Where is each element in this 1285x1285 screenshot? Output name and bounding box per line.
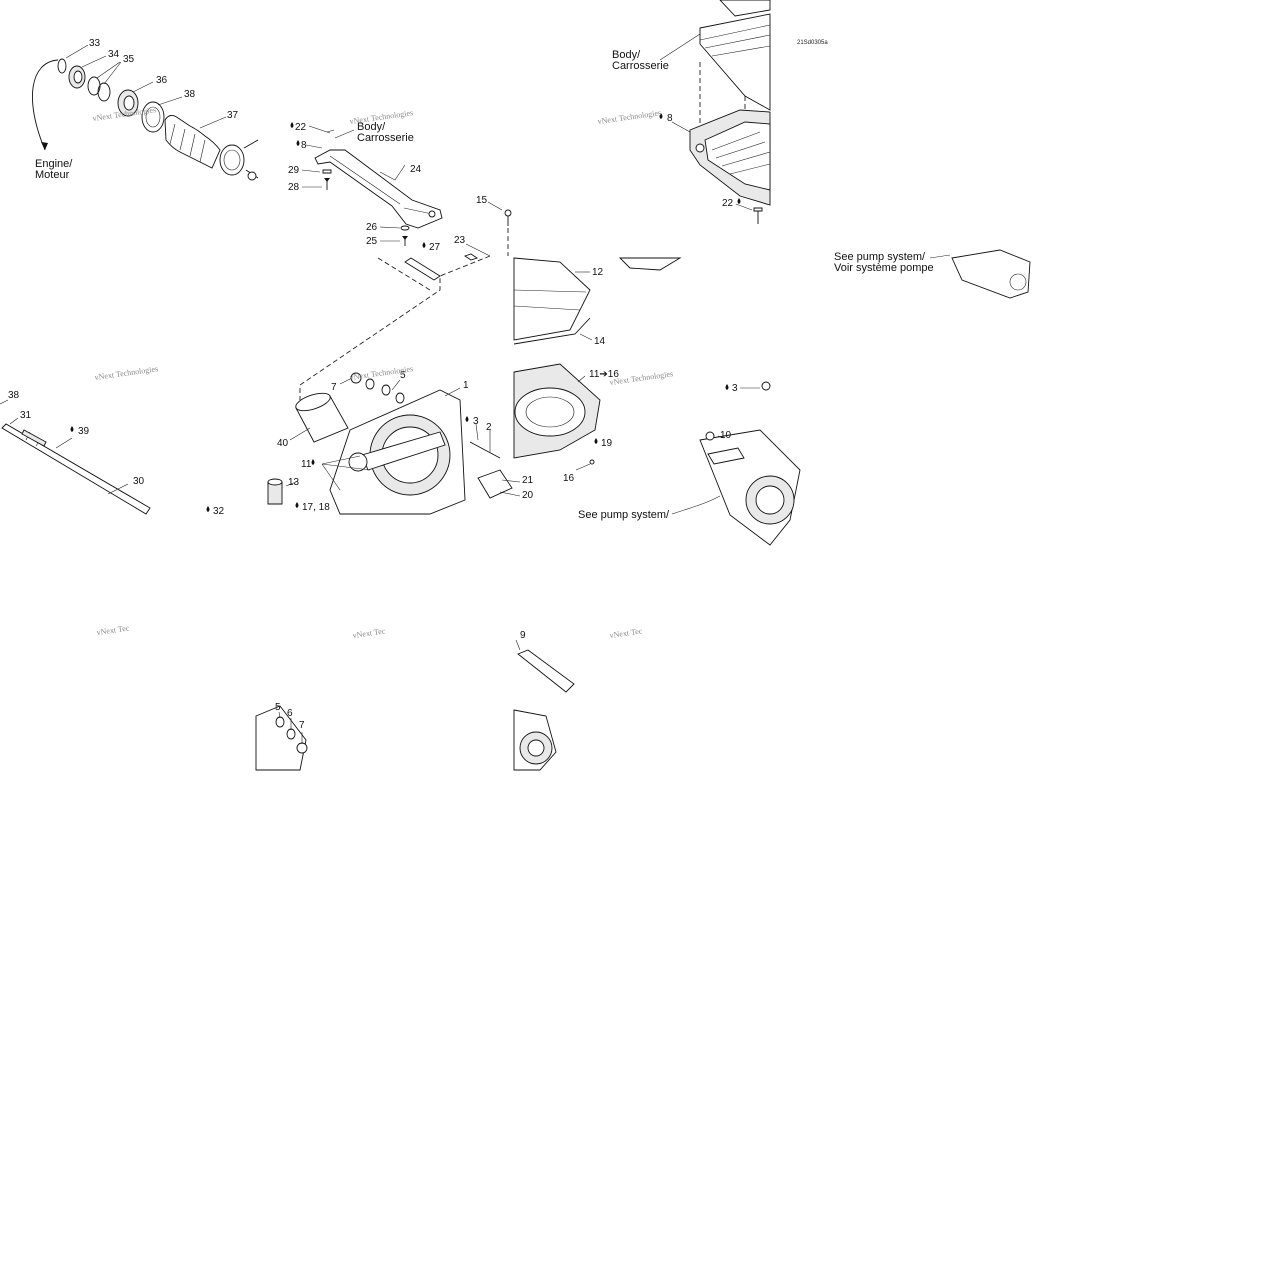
callout-35: 35: [123, 54, 135, 65]
callout-28: 28: [288, 182, 300, 193]
callout-9: 9: [520, 630, 526, 641]
drawing-code: 21Sd0305a: [797, 40, 828, 46]
stud-2: [469, 441, 501, 459]
callout-8-right: 8: [667, 113, 673, 124]
callout-30: 30: [133, 476, 145, 487]
callout-11: 11: [301, 459, 312, 470]
pump-label-upper-en: See pump system/: [834, 251, 926, 263]
callout-36: 36: [156, 75, 168, 86]
tile-housing: 23 40 7 5 1 3 2 11 13 17: [267, 235, 534, 515]
callout-14: 14: [594, 336, 606, 347]
callout-22-right: 22: [722, 198, 734, 209]
tile-shaft: 38 31 39 30 32 vNext Technologies: [0, 364, 225, 517]
body-panel: [699, 13, 771, 111]
engine-arrow: [32, 59, 59, 151]
callout-10: 10: [720, 430, 732, 441]
callout-29: 29: [288, 165, 300, 176]
body-label-left-en: Body/: [357, 121, 386, 133]
watermark-8: vNext Tec: [352, 626, 386, 640]
callout-1: 1: [463, 380, 469, 391]
tile-bracket: 22 8 29 28 24 26 25 27 Body/ Carrosserie…: [288, 108, 443, 253]
callout-11-to-16: 11➔16: [589, 369, 619, 380]
callout-3-right: 3: [732, 383, 738, 394]
bracket-lower: [255, 705, 307, 771]
callout-22-left: 22: [295, 122, 307, 133]
callout-5-bottom: 5: [275, 702, 281, 713]
washer-29: [322, 169, 332, 174]
callout-15: 15: [476, 195, 488, 206]
callout-7-bottom: 7: [299, 720, 305, 731]
callout-16: 16: [563, 473, 575, 484]
callout-13: 13: [288, 477, 300, 488]
callout-38-bottom: 38: [8, 390, 20, 401]
pump-label-upper-fr: Voir système pompe: [834, 262, 934, 274]
tile-plates: 12 14 11➔16 vNext Technologies 19 16 See…: [513, 249, 1031, 546]
callout-12: 12: [592, 267, 604, 278]
callout-17-18: 17, 18: [302, 502, 330, 513]
callout-7-top: 7: [331, 382, 337, 393]
callout-8-left: 8: [301, 140, 307, 151]
callout-19: 19: [601, 438, 613, 449]
shaft-23: [404, 257, 441, 281]
oring-35b: [97, 82, 111, 102]
tile-hull-frame: Body/ Carrosserie 8 22 21Sd0305a vNext T…: [476, 0, 828, 256]
callout-25: 25: [366, 236, 378, 247]
callout-3-left: 3: [473, 416, 479, 427]
tile-drive-seals: 33 34 35 36 38 37 Engine/ Moteur vNext T…: [32, 38, 259, 181]
callout-37: 37: [227, 110, 239, 121]
callout-2: 2: [486, 422, 492, 433]
watermark-7: vNext Tec: [96, 623, 130, 637]
ring-33: [57, 58, 67, 74]
callout-34: 34: [108, 49, 120, 60]
pump-label-lower-en: See pump system/: [578, 509, 670, 521]
callout-33: 33: [89, 38, 101, 49]
washer-26: [400, 225, 410, 231]
callout-38-top: 38: [184, 89, 196, 100]
callout-32: 32: [213, 506, 225, 517]
body-label-right-fr: Carrosserie: [612, 60, 669, 72]
callout-31: 31: [20, 410, 32, 421]
callout-20: 20: [522, 490, 534, 501]
callout-21: 21: [522, 475, 534, 486]
clamp-38: [141, 101, 165, 133]
gasket-14: [513, 317, 591, 345]
tile-bottom: vNext Tec vNext Tec vNext Tec 5 6 7 9: [96, 623, 643, 771]
watermark-4: vNext Technologies: [94, 364, 159, 382]
watermark-9: vNext Tec: [609, 626, 643, 640]
callout-23: 23: [454, 235, 466, 246]
pump-part: [951, 249, 1031, 299]
callout-5-top: 5: [400, 370, 406, 381]
callout-24: 24: [410, 164, 422, 175]
watermark-3: vNext Technologies: [597, 108, 662, 126]
callout-27: 27: [429, 242, 441, 253]
plate-12: [513, 257, 591, 341]
body-label-right-en: Body/: [612, 49, 641, 61]
callout-26: 26: [366, 222, 378, 233]
callout-40: 40: [277, 438, 289, 449]
shaft-30: [1, 423, 151, 515]
engine-label-fr: Moteur: [35, 169, 70, 181]
clamp-38b: [219, 144, 245, 176]
callout-39: 39: [78, 426, 90, 437]
boot-37: [164, 115, 221, 169]
engine-label-en: Engine/: [35, 158, 73, 170]
callout-6: 6: [287, 708, 293, 719]
rod-9: [517, 649, 575, 693]
body-label-left-fr: Carrosserie: [357, 132, 414, 144]
